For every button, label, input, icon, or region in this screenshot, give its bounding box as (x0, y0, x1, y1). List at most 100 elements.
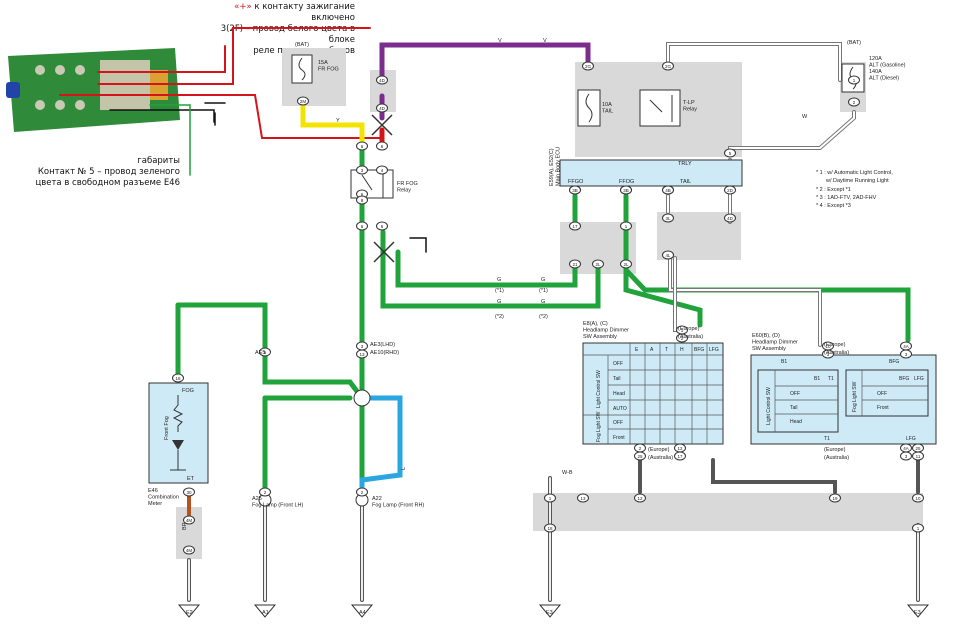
europe-label-e8-bottom: (Europe) (648, 447, 670, 453)
wire-label-g4: G (541, 299, 545, 305)
connector-label-23: 2L (623, 262, 629, 267)
connector-8: 2G (582, 61, 594, 71)
connector-oval-42 (356, 487, 368, 497)
wire-label-v1: V (498, 38, 502, 44)
e8-row-front: Front (613, 435, 625, 441)
connector-53: 3 (900, 349, 912, 359)
note-2: * 2 : Except *1 (816, 187, 851, 193)
connector-oval-2 (376, 75, 388, 85)
top-red-mark: «+» (234, 2, 252, 12)
connector-label-30: 2D (727, 188, 734, 193)
connector-oval-17 (724, 148, 736, 158)
wire-label-star2-a: (*2) (495, 314, 504, 320)
connector-label-49: 1 (917, 526, 920, 531)
connector-oval-43 (544, 493, 556, 503)
connector-label-32: 2 (681, 336, 684, 341)
connector-oval-28 (620, 185, 632, 195)
connector-12: 3 (356, 165, 368, 175)
connector-51: 3 (900, 451, 912, 461)
connector-oval-10 (848, 75, 860, 85)
ae10-label: AE10(RHD) (370, 350, 399, 356)
connector-label-26: 4D (727, 216, 734, 221)
tail-label: TAIL (680, 179, 691, 185)
note-3: * 3 : 1AD-FTV, 2AD-FHV (816, 195, 877, 201)
connector-oval-22 (592, 259, 604, 269)
ffgo-label: FFGO (568, 179, 584, 185)
connector-label-24: 3L (665, 216, 671, 221)
e60-row-off: OFF (790, 391, 800, 397)
connector-52: 4A (900, 341, 912, 351)
australia-label-e8-bottom: (Australia) (648, 455, 673, 461)
wire-label-w: W (802, 114, 808, 120)
connector-oval-3 (376, 103, 388, 113)
connector-25: 4L (662, 250, 674, 260)
connector-48: 10 (912, 493, 924, 503)
connector-label-35: 12 (677, 446, 683, 451)
connector-oval-47 (829, 493, 841, 503)
e60-fog-off: OFF (877, 391, 887, 397)
connector-28: 3B (620, 185, 632, 195)
connector-label-8: 2G (585, 64, 592, 69)
e8-col-t: T (665, 347, 668, 353)
connector-label-55: 13 (359, 352, 365, 357)
connector-label-45: 13 (580, 496, 586, 501)
connector-label-31: 1 (681, 328, 684, 333)
connector-oval-53 (900, 349, 912, 359)
europe-label-e60: (Europe) (824, 342, 846, 348)
connector-oval-44 (544, 523, 556, 533)
combination-meter (148, 382, 209, 484)
connector-oval-29 (662, 185, 674, 195)
e8-col-e: E (635, 347, 639, 353)
wire-label-star2-b: (*2) (539, 314, 548, 320)
e60-row-head: Head (790, 419, 802, 425)
connector-label-52: 4A (903, 344, 909, 349)
connector-oval-23 (620, 259, 632, 269)
ae5-label: AE5 (255, 350, 265, 356)
e8-col-bfg: BFG (694, 347, 704, 353)
connector-label-19: 17 (572, 224, 578, 229)
wire-label-g3: G (497, 299, 501, 305)
connector-label-22: 2L (595, 262, 601, 267)
connector-oval-20 (620, 221, 632, 231)
connector-46: 12 (634, 493, 646, 503)
trly-label: TRLY (678, 161, 692, 167)
connector-oval-0 (297, 96, 309, 106)
connector-34: 3 (822, 349, 834, 359)
connector-oval-18 (356, 195, 368, 205)
connector-label-9: 2G (665, 64, 672, 69)
e8-row-auto: AUTO (613, 406, 627, 412)
australia-label-e60-bottom: (Australia) (824, 455, 849, 461)
frfog-fuse (291, 54, 313, 84)
connector-35: 12 (674, 443, 686, 453)
connector-4: 6 (376, 141, 388, 151)
connector-label-0: 2M (300, 99, 307, 104)
connector-label-41: 2 (264, 490, 267, 495)
connector-label-21: 21 (572, 262, 578, 267)
connector-10: 1 (848, 75, 860, 85)
connector-oval-24 (662, 213, 674, 223)
wire-label-br: BR (182, 522, 188, 530)
e8-row-off: OFF (613, 361, 623, 367)
connector-22: 2L (592, 259, 604, 269)
connector-1: 6 (356, 141, 368, 151)
connector-label-11: 2 (853, 100, 856, 105)
mid-annotation-line2: Контакт № 5 – провод зеленого (37, 167, 180, 177)
connector-label-25: 4L (665, 253, 671, 258)
e60-bfg-top: BFG (889, 359, 899, 365)
connector-37: 16 (172, 373, 184, 383)
australia-label-e8: (Australia) (678, 334, 703, 340)
connector-oval-38 (183, 487, 195, 497)
grounds (177, 604, 930, 618)
connector-label-47: 19 (832, 496, 838, 501)
mid-annotation-line3: цвета в свободном разъеме Е46 (35, 178, 180, 188)
connector-label-7: 6 (361, 192, 364, 197)
wire-label-l: L (401, 467, 407, 470)
ground-a1-label: A1 (262, 610, 269, 616)
wire-label-y: Y (336, 118, 340, 124)
connector-21: 21 (569, 259, 581, 269)
